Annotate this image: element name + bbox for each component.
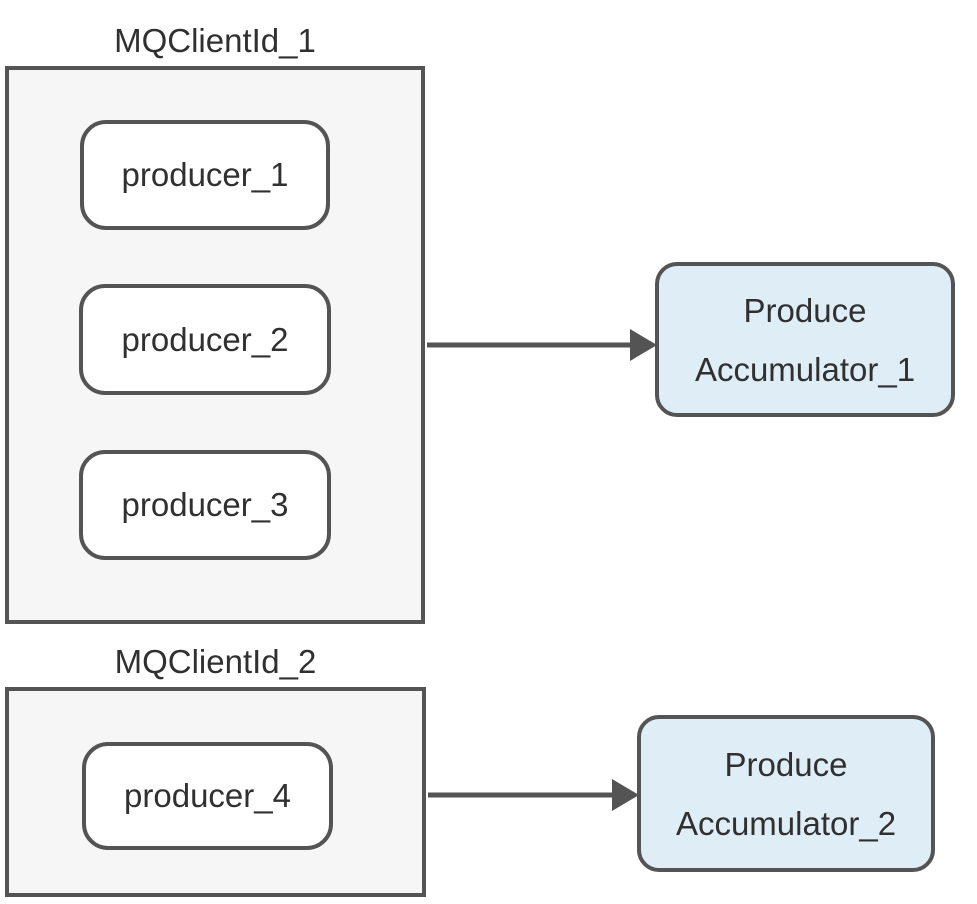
node-producer-3-label: producer_3 (121, 486, 289, 523)
node-producer-1-label: producer_1 (121, 156, 289, 193)
node-produce-accumulator-2: Produce Accumulator_2 (637, 715, 935, 872)
node-producer-4-label: producer_4 (124, 777, 291, 814)
node-producer-4: producer_4 (82, 742, 333, 850)
accumulator-1-label-line1: Produce (743, 291, 867, 329)
node-produce-accumulator-1: Produce Accumulator_1 (655, 262, 955, 417)
node-producer-2-label: producer_2 (121, 320, 289, 358)
node-producer-1: producer_1 (80, 120, 330, 230)
group-box-mqclientid-1: producer_1 producer_2 producer_3 (5, 66, 425, 624)
group-title-mqclientid-2: MQClientId_2 (114, 643, 317, 680)
accumulator-2-label-line2: Accumulator_2 (675, 804, 897, 842)
arrow-mqclientid1-to-accumulator1 (427, 329, 657, 361)
accumulator-1-label-line2: Accumulator_1 (694, 350, 916, 388)
node-producer-3: producer_3 (79, 450, 331, 560)
group-title-mqclientid-1: MQClientId_1 (114, 22, 316, 59)
node-producer-2: producer_2 (79, 284, 331, 395)
arrow-mqclientid2-to-accumulator2 (428, 779, 639, 811)
group-box-mqclientid-2: producer_4 (5, 687, 426, 897)
accumulator-2-label-line1: Produce (724, 745, 848, 783)
